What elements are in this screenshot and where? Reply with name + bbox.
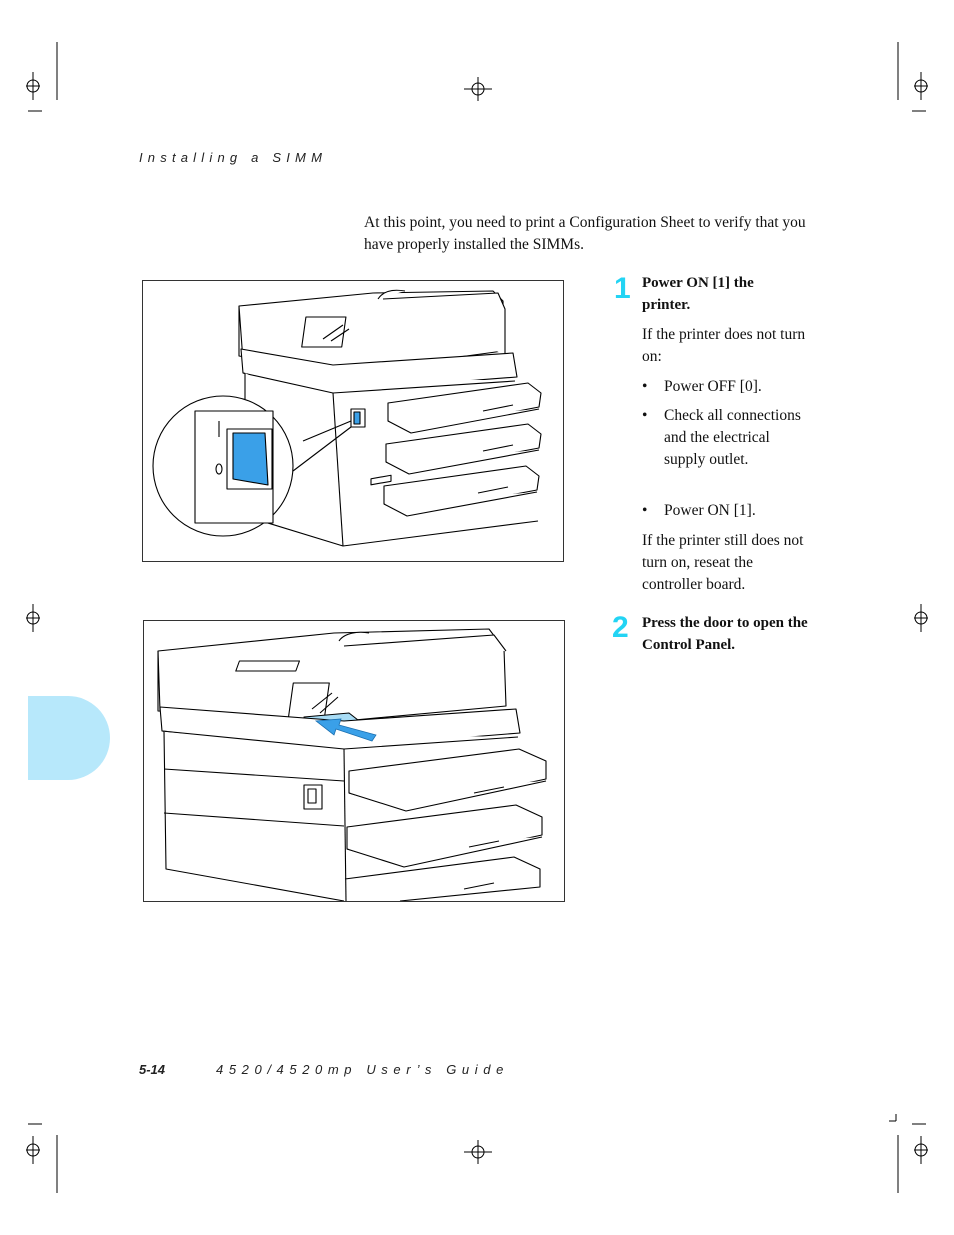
page-number: 5-14 (139, 1062, 166, 1077)
guide-title: 4520/4520mp User’s Guide (216, 1062, 509, 1077)
running-head: Installing a SIMM (139, 150, 328, 165)
bullet-icon: • (642, 407, 648, 424)
step-1-title: Power ON [1] the printer. (642, 275, 754, 313)
chapter-tab (28, 696, 110, 780)
bullet-text: Power OFF [0]. (664, 378, 762, 395)
figure-control-panel-door (143, 620, 565, 902)
bullet-text: Check all connections and the electrical… (664, 407, 801, 468)
step-1-troubleshoot-text: If the printer still does not turn on, r… (642, 532, 804, 593)
printer-power-illustration (152, 289, 542, 547)
step-1-intro-text: If the printer does not turn on: (642, 326, 806, 365)
intro-paragraph: At this point, you need to print a Confi… (364, 214, 806, 253)
bullet-text: Power ON [1]. (664, 502, 756, 519)
step-1-number: 1 (614, 272, 631, 305)
bullet-icon: • (642, 378, 648, 395)
step-2-number: 2 (612, 611, 629, 644)
printer-door-illustration (157, 628, 547, 901)
figure-power-switch (142, 280, 564, 562)
bullet-icon: • (642, 502, 648, 519)
step-2-title: Press the door to open the Control Panel… (642, 615, 808, 653)
